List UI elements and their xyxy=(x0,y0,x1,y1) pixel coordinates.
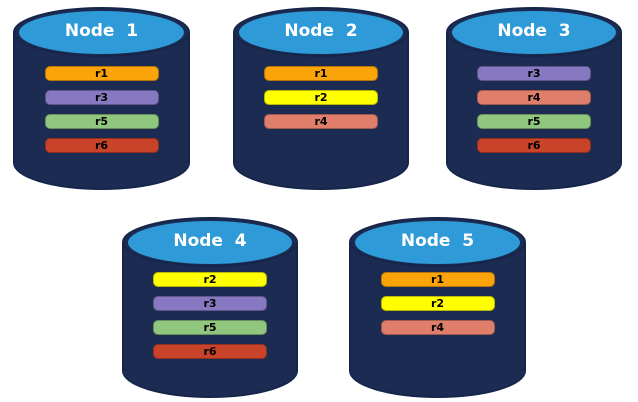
node-cylinder-3: Node 3 r3 r4 r5 r6 xyxy=(446,7,622,190)
cylinder-top-face xyxy=(355,221,520,264)
replica-bar: r3 xyxy=(153,296,267,311)
replica-bar: r2 xyxy=(264,90,378,105)
cylinder-top-face xyxy=(452,11,616,54)
node-title: Node 2 xyxy=(284,21,358,41)
cylinder-top-face xyxy=(239,11,403,54)
replica-bar: r3 xyxy=(477,66,591,81)
replica-bar: r6 xyxy=(153,344,267,359)
node-cylinder-2: Node 2 r1 r2 r4 xyxy=(233,7,409,190)
replica-bar: r6 xyxy=(477,138,591,153)
node-title: Node 3 xyxy=(497,21,571,41)
replica-bar: r6 xyxy=(44,138,159,153)
node-title: Node 4 xyxy=(173,231,247,251)
replica-bar: r1 xyxy=(380,272,495,287)
cylinder-body xyxy=(13,32,190,190)
cylinder-top-face xyxy=(128,221,292,264)
replica-list: r1 r3 r5 r6 xyxy=(13,66,190,153)
replica-bar: r3 xyxy=(44,90,159,105)
replica-bar: r4 xyxy=(380,320,495,335)
replica-bar: r5 xyxy=(44,114,159,129)
node-cylinder-4: Node 4 r2 r3 r5 r6 xyxy=(122,217,298,398)
cylinder-body xyxy=(446,32,622,190)
cylinder-top-face xyxy=(19,11,184,54)
replica-bar: r4 xyxy=(264,114,378,129)
replica-list: r1 r2 r4 xyxy=(233,66,409,129)
node-title: Node 5 xyxy=(400,231,475,251)
cylinder-body xyxy=(233,32,409,190)
replica-bar: r5 xyxy=(153,320,267,335)
node-cylinder-1: Node 1 r1 r3 r5 r6 xyxy=(13,7,190,190)
node-cylinder-5: Node 5 r1 r2 r4 xyxy=(349,217,526,398)
node-title: Node 1 xyxy=(64,21,139,41)
replica-list: r1 r2 r4 xyxy=(349,272,526,335)
replica-bar: r5 xyxy=(477,114,591,129)
replica-bar: r4 xyxy=(477,90,591,105)
replica-bar: r1 xyxy=(44,66,159,81)
replica-bar: r2 xyxy=(380,296,495,311)
replica-list: r2 r3 r5 r6 xyxy=(122,272,298,359)
replica-list: r3 r4 r5 r6 xyxy=(446,66,622,153)
replica-bar: r1 xyxy=(264,66,378,81)
replica-bar: r2 xyxy=(153,272,267,287)
